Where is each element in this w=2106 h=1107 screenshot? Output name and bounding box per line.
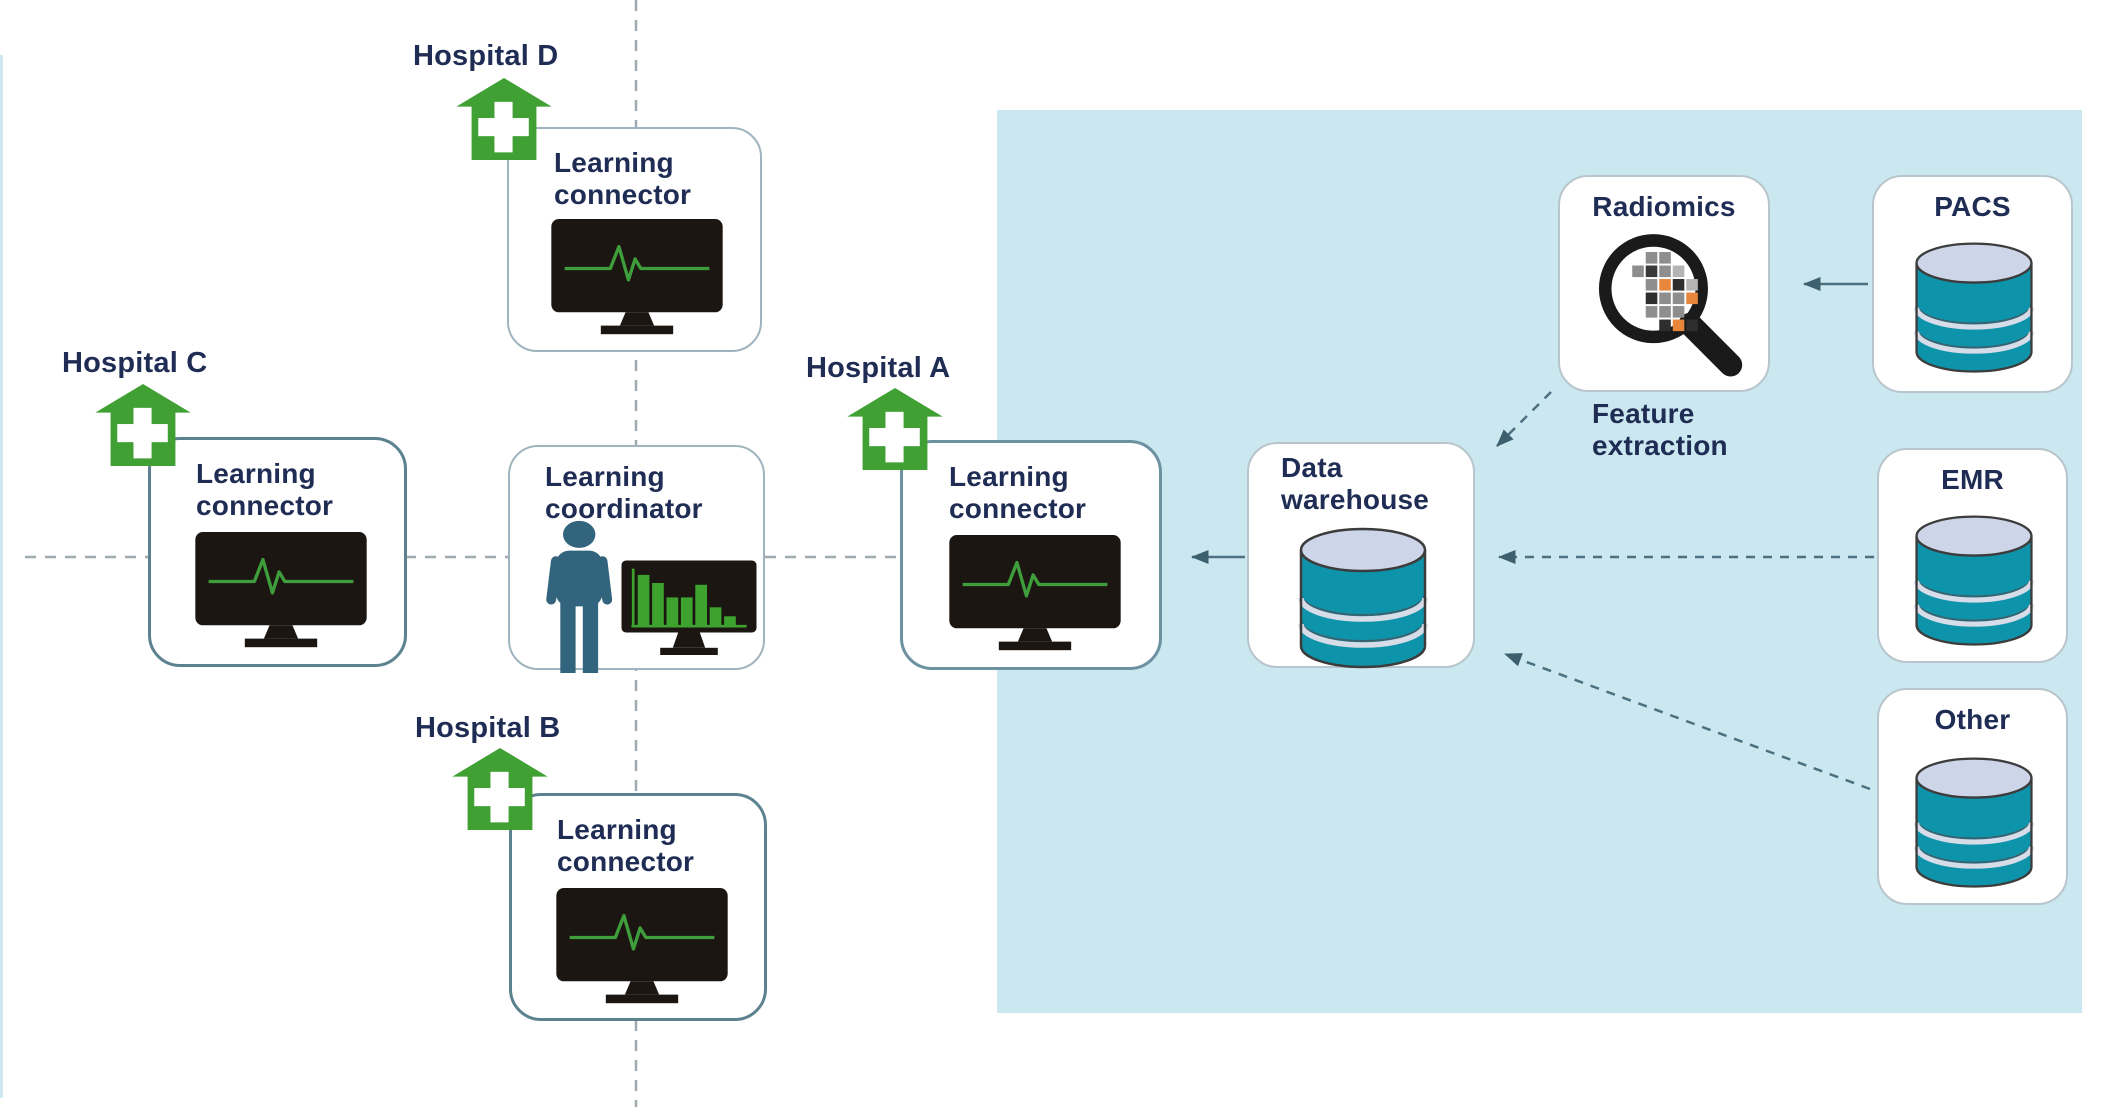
hospital-d-label: Hospital D	[413, 40, 559, 72]
monitor-ecg-icon	[556, 888, 728, 1007]
warehouse-database-icon	[1293, 524, 1433, 674]
hospital-b-house-plus-icon	[452, 748, 548, 830]
hospital-b-label: Hospital B	[415, 712, 561, 744]
connector-box-b: Learning connector	[509, 793, 767, 1021]
connector-box-c: Learning connector	[148, 437, 407, 667]
pacs-label: PACS	[1934, 191, 2011, 222]
pacs-database-icon	[1909, 239, 2039, 378]
hospital-a-house-plus-icon	[847, 388, 943, 470]
connector-a-label: Learning connector	[949, 461, 1087, 525]
emr-box: EMR	[1877, 448, 2068, 663]
hospital-a-label: Hospital A	[806, 352, 951, 384]
arrow-other-to-warehouse	[1504, 652, 1871, 791]
warehouse-box: Data warehouse	[1247, 442, 1475, 668]
coordinator-label: Learning coordinator	[545, 461, 703, 525]
hospital-c-label: Hospital C	[62, 347, 208, 379]
monitor-ecg-icon	[949, 535, 1121, 654]
coordinator-box: Learning coordinator	[508, 445, 765, 670]
monitor-ecg-icon	[551, 219, 723, 338]
pacs-box: PACS	[1872, 175, 2073, 393]
connector-b-label: Learning connector	[557, 814, 695, 878]
emr-label: EMR	[1941, 464, 2004, 495]
hospital-d-house-plus-icon	[456, 78, 552, 160]
radiomics-label: Radiomics	[1592, 191, 1736, 222]
connector-box-a: Learning connector	[900, 440, 1162, 670]
monitor-ecg-icon	[195, 532, 367, 651]
emr-database-icon	[1909, 512, 2039, 651]
other-database-icon	[1909, 754, 2039, 893]
arrow-radiomics-to-warehouse	[1496, 391, 1552, 447]
other-label: Other	[1934, 704, 2011, 735]
hospital-c-house-plus-icon	[95, 384, 191, 466]
magnifier-feature-grid-icon	[1584, 225, 1748, 389]
presenter-chart-icon	[536, 511, 761, 709]
connector-d-label: Learning connector	[554, 147, 692, 211]
warehouse-label: Data warehouse	[1281, 452, 1430, 516]
connector-box-d: Learning connector	[507, 127, 762, 352]
left-edge-accent	[0, 55, 3, 1098]
other-box: Other	[1877, 688, 2068, 905]
connector-c-label: Learning connector	[196, 458, 334, 522]
feature-extraction-label: Feature extraction	[1592, 398, 1728, 462]
radiomics-box: Radiomics	[1558, 175, 1770, 392]
